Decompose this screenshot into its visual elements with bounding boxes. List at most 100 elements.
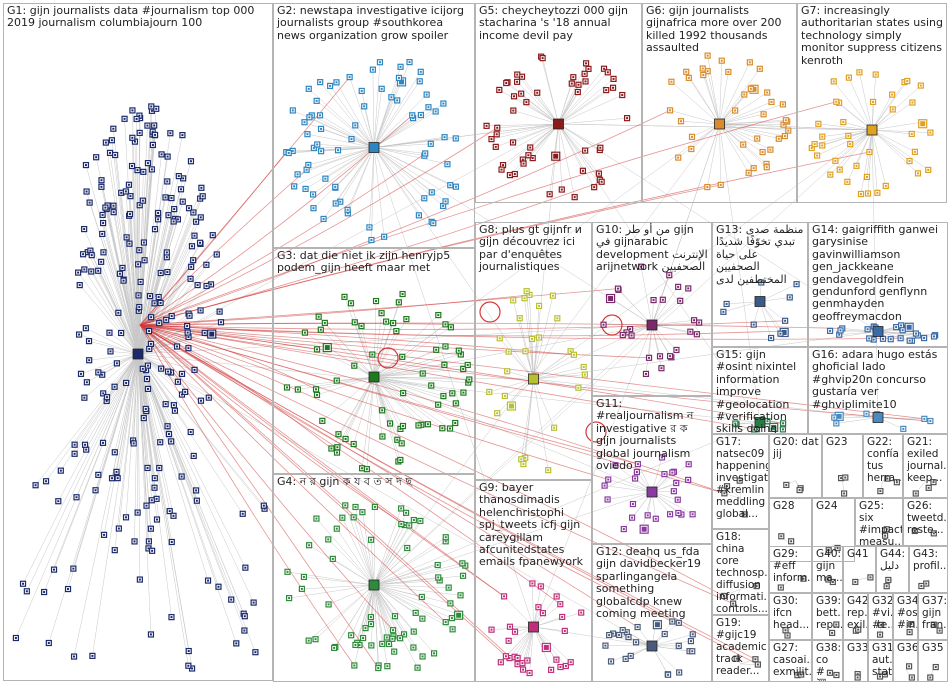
group-g23-label: G23 (826, 436, 848, 448)
node-fill (319, 328, 322, 331)
node-fill (842, 121, 845, 124)
node-fill (327, 538, 330, 541)
node-fill (192, 211, 195, 214)
node-fill (423, 197, 426, 200)
node-fill (559, 666, 562, 669)
node-fill (131, 136, 134, 139)
node-fill (505, 82, 508, 85)
group-g10-label: G10: من أو طر gijn في gijnarabic develop… (596, 223, 712, 274)
edge (509, 123, 559, 176)
node-fill (677, 621, 680, 624)
edge (125, 353, 139, 518)
node-fill (829, 329, 832, 332)
node-fill (634, 477, 637, 480)
node-fill (286, 570, 289, 573)
edge (114, 353, 139, 453)
edge (373, 580, 440, 586)
edge (373, 321, 387, 378)
node-fill (923, 417, 926, 420)
node-fill (381, 642, 384, 645)
node-fill (369, 616, 372, 619)
node-fill (360, 325, 363, 328)
node-fill (137, 294, 140, 297)
node-fill (135, 117, 138, 120)
node-fill (144, 407, 147, 410)
node-fill (327, 603, 330, 606)
edge (533, 378, 549, 471)
node-fill (885, 585, 888, 588)
edge (860, 129, 873, 195)
edge (373, 584, 379, 669)
node-fill (209, 283, 212, 286)
edge (355, 584, 375, 645)
node-fill (451, 628, 454, 631)
edge (489, 378, 534, 393)
node-fill (879, 490, 882, 493)
node-fill (153, 302, 156, 305)
node-fill (828, 671, 831, 674)
edge-strong (139, 320, 786, 330)
node-fill (380, 312, 383, 315)
node-fill (97, 473, 100, 476)
node-fill (312, 146, 315, 149)
edge (373, 376, 432, 386)
node-fill (689, 640, 692, 643)
edge (373, 147, 425, 199)
node-fill (537, 606, 540, 609)
node-fill (324, 345, 330, 351)
node-fill (599, 146, 602, 149)
node-fill (661, 298, 664, 301)
node-fill (201, 195, 204, 198)
edge (102, 353, 139, 443)
edge (123, 280, 139, 355)
node-fill (835, 422, 838, 425)
edge (373, 584, 458, 614)
edge (354, 322, 375, 378)
edge (373, 519, 415, 586)
node-fill (932, 481, 935, 484)
node-fill (564, 665, 567, 668)
node-fill (151, 143, 154, 146)
node-fill (170, 540, 173, 543)
node-fill (389, 422, 392, 425)
node-fill (755, 585, 758, 588)
edge (89, 202, 139, 355)
edge (114, 353, 139, 551)
node-fill (910, 132, 913, 135)
node-fill (106, 396, 109, 399)
node-fill (932, 532, 935, 535)
node-fill (207, 396, 210, 399)
node-fill (387, 643, 390, 646)
node-fill (908, 339, 911, 342)
node-fill (612, 77, 615, 80)
node-fill (625, 631, 628, 634)
node-fill (506, 370, 509, 373)
node-fill (314, 638, 317, 641)
node-fill (181, 134, 184, 137)
node-fill (758, 67, 761, 70)
edge (373, 376, 453, 394)
edge (137, 353, 150, 542)
node-fill (447, 586, 450, 589)
node-fill (752, 167, 755, 170)
node-fill (816, 154, 819, 157)
node-fill (796, 674, 799, 677)
node-fill (604, 644, 607, 647)
node-fill (421, 617, 424, 620)
node-fill (437, 314, 440, 317)
group-g41: G41 (843, 546, 876, 593)
node-fill (307, 163, 310, 166)
node-fill (150, 109, 153, 112)
edge (671, 81, 720, 125)
edge (297, 147, 375, 175)
node-fill (381, 435, 384, 438)
node-fill (138, 578, 141, 581)
node-fill (157, 296, 160, 299)
node-fill (164, 403, 167, 406)
node-fill (291, 149, 294, 152)
node-fill (784, 319, 787, 322)
edge (337, 376, 375, 448)
edge (308, 584, 375, 641)
node-fill (173, 409, 176, 412)
edge (651, 634, 693, 647)
